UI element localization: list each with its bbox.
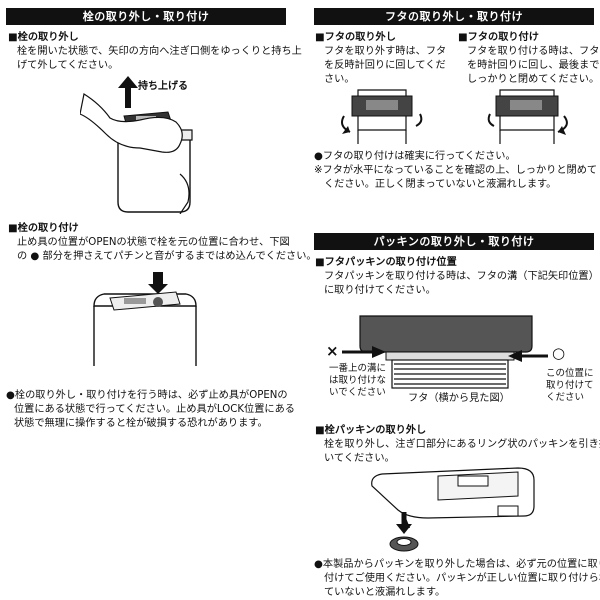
plug-attach-text-1: 止め具の位置がOPENの状態で栓を元の位置に合わせ、下図 bbox=[17, 237, 290, 248]
wrong-label-1: 一番上の溝に bbox=[329, 363, 387, 374]
plug-remove-text-1: 栓を開いた状態で、矢印の方向へ注ぎ口側をゆっくりと持ち上 bbox=[17, 46, 302, 57]
lid-remove-title: ■フタの取り外し bbox=[315, 32, 396, 43]
lid-remove-text-2: を反時計回りに回してくだ bbox=[324, 60, 446, 71]
lid-remove-illustration bbox=[336, 86, 426, 144]
plug-remove-title: ■栓の取り外し bbox=[8, 32, 79, 43]
packing-remove-illustration bbox=[368, 466, 538, 556]
packing-position-text-1: フタパッキンを取り付ける時は、フタの溝（下記矢印位置） bbox=[324, 271, 599, 282]
packing-note-3: ていないと液漏れします。 bbox=[324, 587, 446, 598]
lid-attach-text-2: を時計回りに回し、最後まで bbox=[467, 60, 600, 71]
lid-attach-illustration bbox=[484, 86, 574, 144]
plug-remove-text-2: げて外してください。 bbox=[17, 60, 119, 71]
right-position-arrow bbox=[508, 350, 548, 362]
packing-position-title: ■フタパッキンの取り付け位置 bbox=[315, 257, 457, 268]
plug-attach-title: ■栓の取り付け bbox=[8, 223, 79, 234]
plug-note-1: ●栓の取り外し・取り付けを行う時は、必ず止め具がOPENの bbox=[6, 390, 288, 401]
lid-side-view-diagram bbox=[356, 312, 536, 392]
diagram-caption: フタ（横から見た図） bbox=[408, 393, 510, 404]
lid-note-2: ※フタが水平になっていることを確認の上、しっかりと閉めて bbox=[314, 165, 598, 176]
packing-remove-title: ■栓パッキンの取り外し bbox=[315, 425, 427, 436]
lid-attach-title: ■フタの取り付け bbox=[458, 32, 539, 43]
wrong-label-2: は取り付けな bbox=[329, 375, 387, 386]
wrong-position-mark: × bbox=[326, 342, 339, 360]
section-header-packing: パッキンの取り外し・取り付け bbox=[314, 233, 594, 250]
lid-remove-text-1: フタを取り外す時は、フタ bbox=[324, 46, 447, 57]
packing-note-2: 付けてご使用ください。パッキンが正しい位置に取り付けられ bbox=[324, 573, 600, 584]
plug-attach-text-2: の ● 部分を押さえてパチンと音がするまではめ込んでください。 bbox=[17, 251, 317, 262]
packing-remove-text-2: いてください。 bbox=[324, 453, 395, 464]
right-label-3: ください bbox=[546, 392, 585, 403]
packing-position-text-2: に取り付けてください。 bbox=[324, 285, 436, 296]
lid-remove-text-3: さい。 bbox=[324, 74, 355, 85]
lift-label: 持ち上げる bbox=[138, 81, 188, 92]
lid-attach-text-3: しっかりと閉めてください。 bbox=[467, 74, 600, 85]
packing-note-1: ●本製品からパッキンを取り外した場合は、必ず元の位置に取り bbox=[314, 559, 600, 570]
plug-note-2: 位置にある状態で行ってください。止め具がLOCK位置にある bbox=[14, 404, 295, 415]
section-header-lid: フタの取り外し・取り付け bbox=[314, 8, 594, 25]
lid-attach-text-1: フタを取り付ける時は、フタ bbox=[467, 46, 600, 57]
wrong-label-3: いでください bbox=[329, 387, 386, 398]
right-label-2: 取り付けて bbox=[546, 380, 594, 391]
right-position-mark: ○ bbox=[552, 344, 566, 362]
plug-note-3: 状態で無理に操作すると栓が破損する恐れがあります。 bbox=[14, 418, 268, 429]
plug-remove-illustration bbox=[80, 74, 210, 214]
plug-attach-illustration bbox=[80, 270, 210, 370]
right-label-1: この位置に bbox=[546, 368, 594, 379]
lid-note-3: ください。正しく閉まっていないと液漏れします。 bbox=[324, 179, 557, 190]
lid-note-1: ●フタの取り付けは確実に行ってください。 bbox=[314, 151, 516, 162]
section-header-plug: 栓の取り外し・取り付け bbox=[6, 8, 286, 25]
packing-remove-text-1: 栓を取り外し、注ぎ口部分にあるリング状のパッキンを引き抜 bbox=[324, 439, 600, 450]
wrong-position-arrow bbox=[342, 346, 386, 358]
